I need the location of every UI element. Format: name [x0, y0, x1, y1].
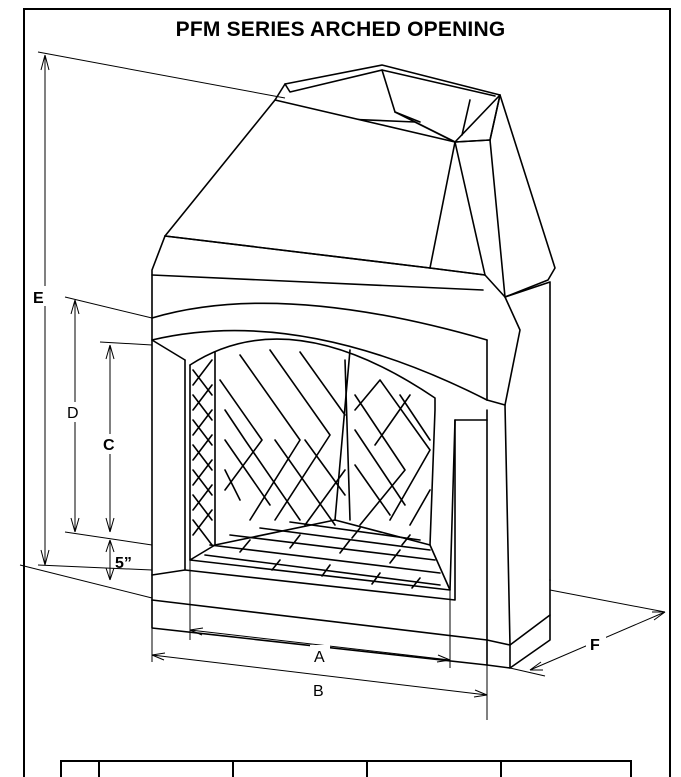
- firebox: [189, 338, 456, 591]
- dim-label-a: A: [314, 649, 325, 666]
- dim-label-c: C: [103, 437, 115, 454]
- dim-label-f: F: [590, 637, 600, 654]
- table-column-divider: [98, 762, 100, 777]
- drawing-frame: [23, 8, 671, 777]
- front-piers: [151, 339, 551, 669]
- table-column-divider: [232, 762, 234, 777]
- dimension-lines: [19, 51, 666, 720]
- dimensions-table: [60, 760, 632, 777]
- dim-label-d: D: [67, 405, 79, 422]
- hood: [151, 94, 556, 319]
- table-column-divider: [500, 762, 502, 777]
- dimension-labels: E D C 5” A B F: [30, 286, 606, 700]
- dim-label-e: E: [33, 290, 44, 307]
- dim-label-base: 5”: [115, 555, 132, 572]
- diagram-title: PFM SERIES ARCHED OPENING: [175, 18, 506, 41]
- arch-band: [151, 281, 551, 581]
- dim-label-b: B: [313, 683, 324, 700]
- table-column-divider: [366, 762, 368, 777]
